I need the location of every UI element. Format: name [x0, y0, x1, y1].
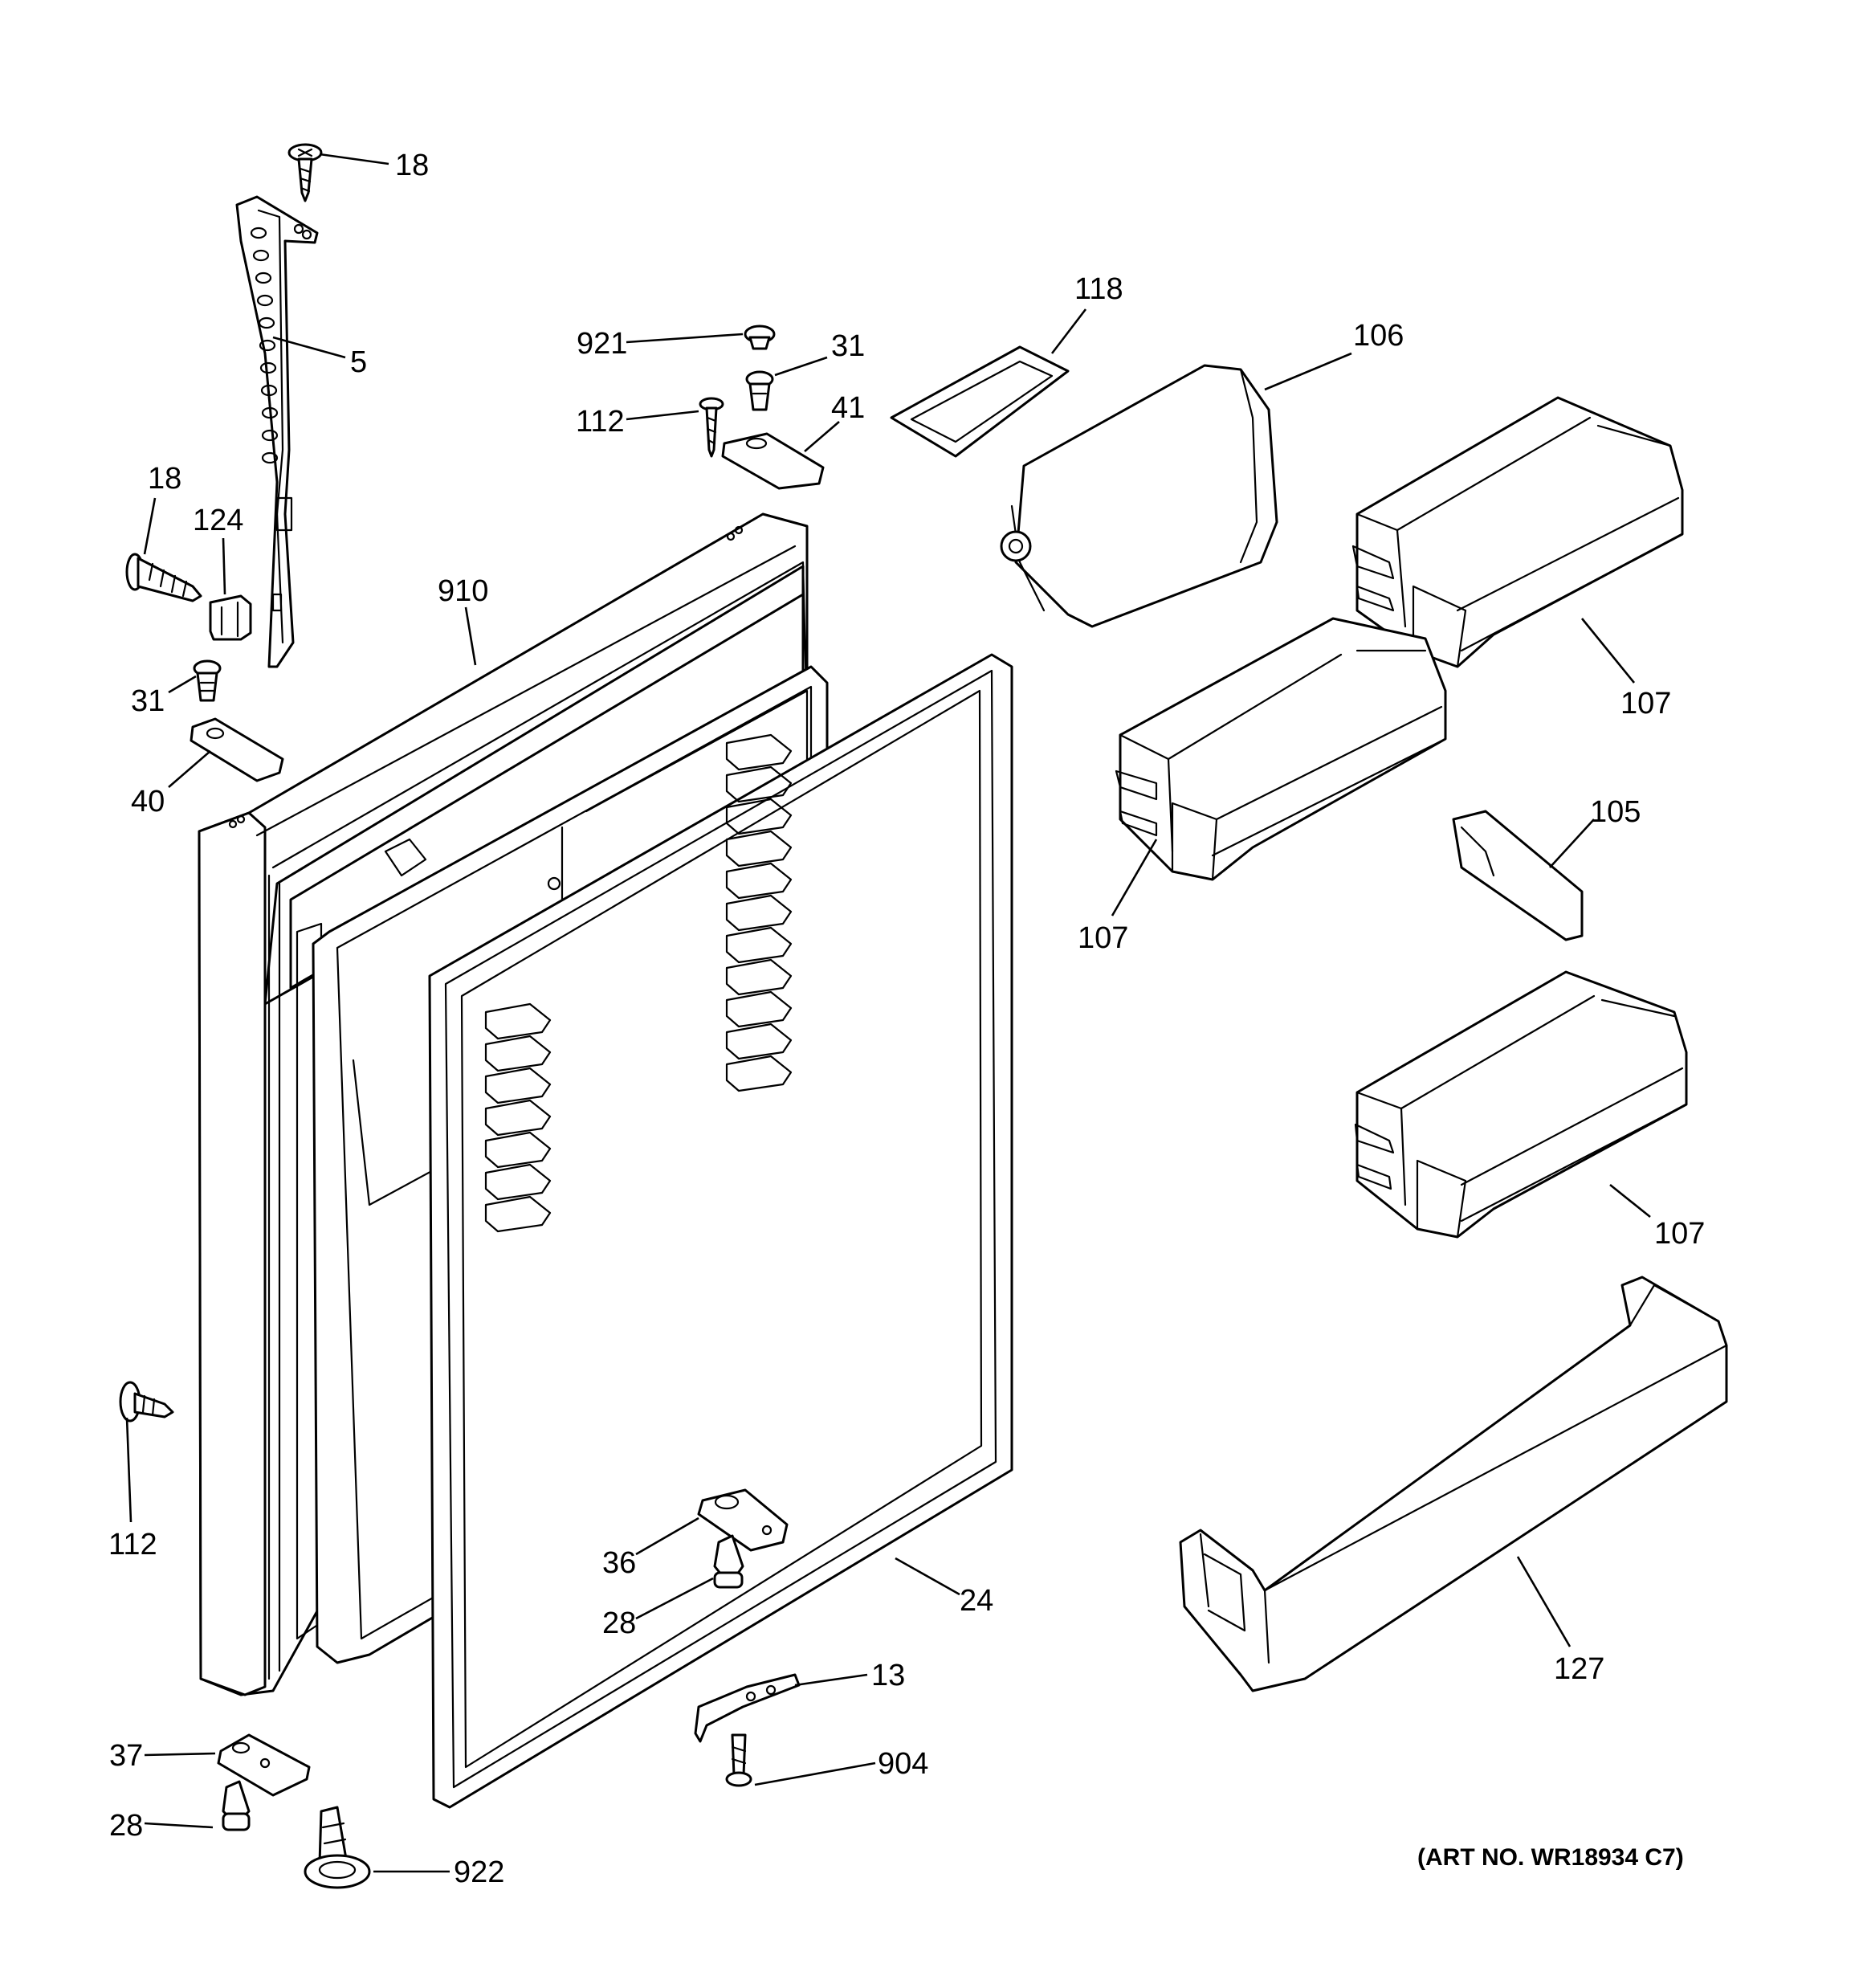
- part-screw-18-top: [287, 143, 323, 202]
- part-bin-107-middle: [1115, 617, 1447, 881]
- part-screw-112-left: [119, 1381, 174, 1423]
- callout-28-top: 28: [602, 1606, 636, 1640]
- callout-112-left: 112: [108, 1528, 157, 1561]
- callout-107-middle: 107: [1078, 921, 1128, 955]
- part-hinge-36: [697, 1488, 789, 1552]
- callout-107-top: 107: [1620, 687, 1671, 720]
- callout-5: 5: [350, 345, 367, 379]
- part-bin-107-top: [1351, 396, 1684, 668]
- part-gasket-24: [428, 653, 1013, 1809]
- art-number: (ART NO. WR18934 C7): [1417, 1844, 1684, 1871]
- part-hinge-37: [217, 1733, 311, 1797]
- callout-910: 910: [438, 574, 488, 608]
- part-screw-18-left: [125, 553, 202, 602]
- part-plug-31-top: [745, 370, 774, 411]
- callout-127: 127: [1554, 1652, 1604, 1686]
- callout-18-top: 18: [395, 149, 429, 182]
- callout-13: 13: [871, 1659, 905, 1692]
- part-dairy-door-106: [1000, 364, 1278, 628]
- callout-105: 105: [1590, 795, 1641, 829]
- part-cover-118: [890, 345, 1070, 458]
- part-bracket-13: [694, 1673, 801, 1743]
- part-pin-28-top: [713, 1534, 744, 1589]
- part-liner-ribs-right: [725, 733, 793, 1092]
- part-screw-112-top: [699, 397, 724, 458]
- leader-lines: [125, 153, 1651, 1873]
- part-button-921: [744, 325, 776, 350]
- callout-106: 106: [1353, 319, 1404, 353]
- callout-37: 37: [109, 1739, 143, 1773]
- part-hinge-bracket-5: [235, 195, 319, 668]
- callout-904: 904: [878, 1747, 928, 1781]
- part-screw-922: [304, 1806, 371, 1889]
- callout-124: 124: [193, 504, 243, 537]
- callout-118: 118: [1074, 272, 1123, 306]
- callout-28-bottom: 28: [109, 1809, 143, 1843]
- callout-41: 41: [831, 391, 865, 425]
- callout-31-left: 31: [131, 684, 165, 718]
- part-clip-124: [209, 594, 252, 641]
- part-divider-105: [1452, 810, 1584, 941]
- part-cap-40: [190, 717, 284, 782]
- callout-107-bottom: 107: [1654, 1217, 1705, 1251]
- callout-921: 921: [577, 327, 627, 361]
- part-cap-41: [721, 432, 825, 490]
- callout-922: 922: [454, 1855, 504, 1889]
- part-bin-107-bottom: [1354, 970, 1688, 1239]
- callout-112-top: 112: [576, 405, 625, 439]
- part-screw-904: [725, 1733, 752, 1787]
- callout-labels: 18 5 18 124 31 40 910 921 31 112 41 118 …: [108, 149, 1705, 1889]
- part-plug-31-left: [193, 659, 222, 702]
- callout-40: 40: [131, 785, 165, 818]
- callout-36: 36: [602, 1546, 636, 1580]
- part-shelf-127: [1179, 1276, 1728, 1692]
- part-liner-ribs-left: [484, 1002, 552, 1233]
- callout-31-top: 31: [831, 329, 865, 363]
- callout-18-left: 18: [148, 462, 181, 496]
- part-pin-28-bottom: [222, 1780, 251, 1831]
- callout-24: 24: [960, 1584, 993, 1618]
